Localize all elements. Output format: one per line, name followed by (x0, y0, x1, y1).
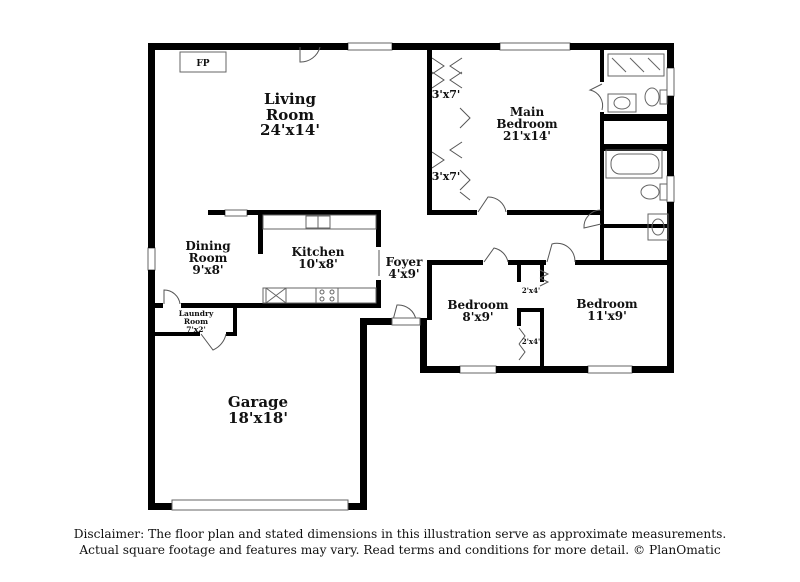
fireplace-label: FP (196, 59, 209, 69)
room-name: Bedroom (496, 117, 557, 131)
room-dimensions: 18'x18' (228, 409, 288, 427)
vanity (647, 213, 669, 241)
room-name: Dining (185, 239, 231, 253)
kitchen-counter (262, 214, 377, 230)
bifold-door (539, 269, 550, 287)
disclaimer-line-1: Disclaimer: The floor plan and stated di… (73, 527, 727, 541)
toilet-icon (644, 87, 660, 107)
toilet-tank (659, 183, 668, 201)
room-name: Kitchen (292, 245, 345, 259)
room-dimensions: 24'x14' (260, 121, 320, 139)
disclaimer-line-2: Actual square footage and features may v… (79, 543, 721, 557)
room-dimensions: 4'x9' (388, 267, 419, 281)
burner (329, 296, 335, 302)
door-swing (392, 304, 417, 321)
garage-door (171, 499, 349, 511)
closet-dimensions: 3'x7' (432, 170, 461, 183)
room-name: Laundry (179, 309, 214, 318)
room-name: Living (264, 90, 317, 108)
room-dimensions: 10'x8' (298, 257, 338, 271)
shower-lines (611, 57, 661, 73)
closet-dimensions: 2'x4' (522, 286, 540, 295)
interior-walls (155, 50, 670, 366)
shower (607, 53, 665, 77)
door-swing (299, 46, 321, 63)
door-swing (583, 209, 602, 229)
window (224, 209, 248, 217)
door-swing (483, 247, 509, 263)
room-dimensions: 7'x2' (186, 325, 206, 334)
fireplace (179, 51, 227, 73)
room-labels: FP Living Room 24'x14' 3'x7' 3'x7' Main … (179, 59, 638, 427)
room-name: Room (189, 251, 228, 265)
bifold-door (459, 169, 471, 201)
exterior-walls (148, 43, 674, 510)
window (147, 247, 156, 271)
bifold-door (431, 57, 463, 89)
refrigerator-x (265, 287, 287, 304)
window (499, 42, 571, 51)
stove (315, 287, 339, 304)
room-name: Foyer (386, 255, 423, 269)
entry-door (391, 317, 421, 326)
doors (163, 46, 604, 511)
floor-plan: FP Living Room 24'x14' 3'x7' 3'x7' Main … (147, 42, 675, 511)
room-name: Room (184, 317, 208, 326)
refrigerator (265, 287, 287, 304)
bifold-door (518, 327, 526, 361)
burner (319, 289, 325, 295)
window (459, 365, 497, 374)
window (666, 175, 675, 203)
window (347, 42, 393, 51)
window (666, 67, 675, 97)
vanity (607, 93, 637, 113)
room-dimensions: 9'x8' (192, 263, 223, 277)
closet-dimensions: 3'x7' (432, 88, 461, 101)
door-swing (588, 83, 604, 111)
sink-icon (651, 218, 665, 236)
door-swing (163, 289, 181, 305)
room-name: Bedroom (447, 298, 508, 312)
room-dimensions: 11'x9' (587, 309, 627, 323)
toilet-icon (640, 184, 660, 200)
room-name: Room (266, 106, 314, 124)
room-dimensions: 8'x9' (462, 310, 493, 324)
bathtub-basin (610, 153, 660, 175)
bifold-door (431, 107, 471, 169)
room-name: Main (510, 105, 545, 119)
room-name: Bedroom (576, 297, 637, 311)
sink-icon (613, 96, 631, 110)
room-dimensions: 21'x14' (503, 129, 551, 143)
burner (319, 296, 325, 302)
fixtures (179, 51, 669, 304)
door-swing (477, 196, 507, 213)
toilet-tank (659, 89, 668, 105)
closet-dimensions: 2'x4' (522, 337, 540, 346)
window (587, 365, 633, 374)
room-name: Garage (228, 393, 288, 411)
kitchen-counter (262, 287, 377, 304)
door-swing (200, 333, 227, 351)
burner (329, 289, 335, 295)
door-swing (546, 242, 576, 263)
bathtub (605, 149, 663, 179)
